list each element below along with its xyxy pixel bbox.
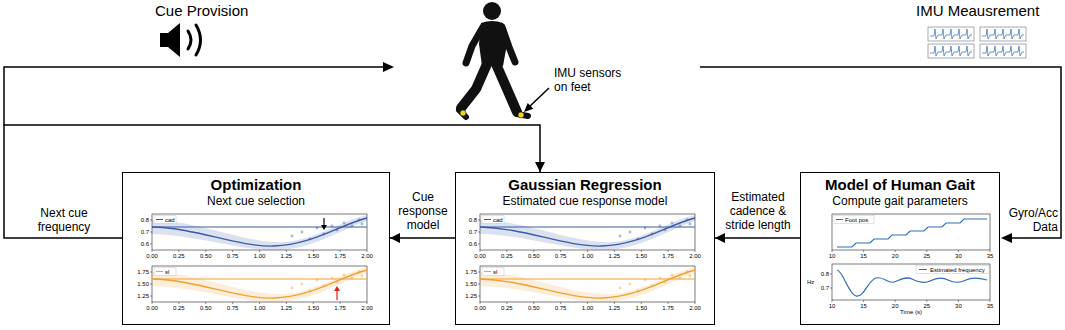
edge-label: Cue response model [392,190,454,232]
tick-label: 1.25 [452,293,477,299]
legend-label: Estimated frequency [930,267,990,273]
tick-label: 0.00 [140,305,164,311]
imu-label: IMU Meausrement [916,2,1061,20]
tick-label: 0.00 [468,305,492,311]
box-title: Gaussian Regression [456,176,714,194]
tick-label: 1.75 [328,305,352,311]
tick-label: 0.6 [452,241,477,247]
edge-label: Estimated cadence & stride length [717,190,799,232]
tick-label: 30 [946,253,970,259]
tick-label: 2.00 [355,253,379,259]
tick-label: 0.00 [468,253,492,259]
tick-label: 20 [883,303,907,309]
legend-label: cad [165,217,195,223]
tick-label: 0.50 [522,305,546,311]
tick-label: 0.25 [495,253,519,259]
tick-label: 25 [915,303,939,309]
tick-label: 0.8 [804,271,829,277]
tick-label: 1.50 [452,281,477,287]
tick-label: 1.25 [124,293,149,299]
tick-label: 0.7 [804,285,829,291]
tick-label: 1.50 [301,305,325,311]
tick-label: 1.25 [274,253,298,259]
box-title: Model of Human Gait [801,176,999,194]
tick-label: 1.50 [629,305,653,311]
box-subtitle: Compute gait parameters [801,194,999,209]
process-box: Gaussian RegressionEstimated cue respons… [455,172,715,325]
connector-arrow [4,125,545,238]
tick-label: 2.00 [355,305,379,311]
tick-label: 1.00 [576,305,600,311]
signal-label: Gyro/Acc Data [1002,206,1058,234]
tick-label: 10 [820,253,844,259]
legend-label: sl [165,269,195,275]
arrow-head [390,233,400,243]
tick-label: 35 [978,253,1002,259]
connector-line [4,125,540,238]
tick-label: 1.25 [602,253,626,259]
tick-label: 0.6 [124,241,149,247]
tick-label: 0.75 [549,305,573,311]
connector-arrow [715,233,800,243]
tick-label: 25 [915,253,939,259]
tick-label: 1.50 [124,281,149,287]
tick-label: 1.75 [124,269,149,275]
tick-label: 1.00 [248,305,272,311]
tick-label: 2.00 [683,253,707,259]
cue-label: Cue Provision [155,2,285,20]
tick-label: 1.75 [656,305,680,311]
box-subtitle: Estimated cue response model [456,194,714,209]
legend-label: sl [493,269,523,275]
process-box: Model of Human GaitCompute gait paramete… [800,172,1000,325]
tick-label: 20 [883,253,907,259]
edge-label: Next cue frequency [24,206,104,234]
axis-label: Hz [807,279,819,285]
tick-label: 15 [852,253,876,259]
tick-label: 0.50 [194,253,218,259]
tick-label: 0.7 [452,229,477,235]
legend-label: Foot pos [845,217,885,223]
tick-label: 0.50 [194,305,218,311]
tick-label: 1.75 [656,253,680,259]
tick-label: 0.25 [167,305,191,311]
process-box: OptimizationNext cue selection [122,172,390,325]
tick-label: 15 [852,303,876,309]
connector-arrow [390,233,455,243]
tick-label: 1.50 [629,253,653,259]
arrow-head [535,162,545,172]
tick-label: 0.7 [124,229,149,235]
tick-label: 0.75 [221,253,245,259]
tick-label: 30 [946,303,970,309]
tick-label: 0.75 [549,253,573,259]
tick-label: 1.00 [576,253,600,259]
tick-label: 1.75 [328,253,352,259]
tick-label: 1.00 [248,253,272,259]
tick-label: 10 [820,303,844,309]
tick-label: 1.25 [274,305,298,311]
tick-label: 0.8 [452,217,477,223]
tick-label: 1.25 [602,305,626,311]
tick-label: 0.50 [522,253,546,259]
legend-label: cad [493,217,523,223]
box-title: Optimization [123,176,389,194]
box-subtitle: Next cue selection [123,194,389,209]
arrow-head [715,233,725,243]
tick-label: 1.75 [452,269,477,275]
tick-label: 0.25 [495,305,519,311]
tick-label: 0.25 [167,253,191,259]
sensor-callout: IMU sensors on feet [554,66,630,94]
tick-label: 35 [978,303,1002,309]
tick-label: 0.75 [221,305,245,311]
tick-label: 1.50 [301,253,325,259]
axis-label: Time (s) [881,309,941,315]
tick-label: 0.00 [140,253,164,259]
tick-label: 2.00 [683,305,707,311]
tick-label: 0.8 [124,217,149,223]
connector-line [715,237,800,239]
